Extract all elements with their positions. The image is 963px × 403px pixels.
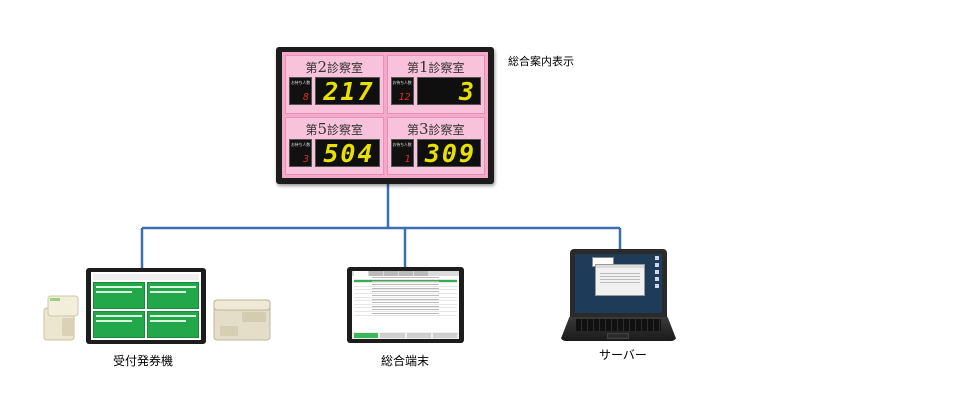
terminal-screen (352, 271, 459, 339)
terminal-footer-button (406, 333, 431, 338)
kiosk-room-button (93, 311, 145, 338)
terminal-label: 総合端末 (381, 354, 430, 368)
wait-label: お待ち人数 (392, 80, 412, 85)
terminal-row (354, 287, 457, 291)
room-panel: 第5診察室 お待ち人数 3 504 (285, 116, 384, 175)
room-panel: 第1診察室 お待ち人数 12 3 (386, 55, 485, 114)
room-suffix: 診察室 (327, 122, 364, 137)
terminal-tab (354, 271, 368, 276)
kiosk-room-button (147, 311, 199, 338)
wait-label: お待ち人数 (392, 141, 412, 147)
ticket-display: 309 (416, 138, 481, 168)
room-panel: 第3診察室 お待ち人数 1 309 (386, 116, 485, 175)
terminal-footer-button (354, 333, 379, 338)
ticket-display: 217 (315, 77, 380, 106)
terminal-footer-button (432, 333, 457, 338)
room-title: 第3診察室 (388, 120, 485, 138)
kiosk-room-button (147, 282, 199, 309)
wait-count-box: お待ち人数 8 (289, 77, 312, 105)
ticket-number: 3 (458, 77, 476, 106)
terminal-row (354, 308, 457, 312)
ticket-printer-icon (213, 299, 271, 341)
room-panel: 第2診察室 お待ち人数 8 217 (285, 55, 384, 114)
room-prefix: 第 (406, 61, 419, 75)
wait-label: お待ち人数 (291, 80, 310, 85)
wait-count-box: お待ち人数 12 (390, 77, 414, 105)
wait-label: お待ち人数 (291, 141, 310, 147)
wait-count: 8 (302, 92, 309, 103)
wait-count-box: お待ち人数 3 (289, 138, 312, 167)
display-board-title: 総合案内表示 (508, 55, 574, 68)
server-label: サーバー (599, 348, 647, 362)
kiosk-header (93, 274, 199, 280)
kiosk-label: 受付発券機 (113, 354, 174, 368)
room-title: 第1診察室 (388, 58, 485, 76)
terminal-row (354, 290, 457, 294)
terminal-row (354, 301, 457, 305)
terminal-row (354, 298, 457, 302)
ticket-number: 217 (323, 77, 375, 106)
laptop-screen (575, 254, 662, 313)
ticket-number: 504 (323, 138, 375, 168)
terminal-tabs (352, 271, 459, 276)
room-number: 2 (317, 58, 328, 76)
kiosk-button-grid (93, 282, 199, 338)
terminal-row (354, 283, 457, 287)
ticket-paper-icon (43, 295, 79, 341)
terminal-footer (352, 332, 459, 339)
room-suffix: 診察室 (428, 122, 465, 137)
laptop-touchpad (607, 333, 629, 339)
display-board-screen: 第2診察室 お待ち人数 8 217 第1診察室 お待ち人数 12 3 第5診察室… (282, 52, 488, 178)
ticket-display: 504 (315, 138, 380, 168)
terminal-row (354, 312, 457, 316)
laptop-window (595, 264, 645, 296)
terminal-row (354, 305, 457, 309)
kiosk-display (91, 272, 201, 340)
desktop-icons (655, 256, 660, 291)
terminal-tab (399, 271, 413, 276)
room-number: 1 (418, 58, 429, 76)
terminal-tab (414, 271, 428, 276)
room-prefix: 第 (406, 122, 419, 137)
server-laptop (570, 249, 667, 317)
wait-count-box: お待ち人数 1 (390, 138, 414, 167)
room-title: 第5診察室 (286, 120, 383, 138)
room-suffix: 診察室 (327, 61, 364, 75)
ticket-number: 309 (424, 138, 476, 168)
room-prefix: 第 (305, 122, 318, 137)
wait-count: 12 (398, 92, 411, 103)
general-terminal (347, 267, 464, 343)
room-title: 第2診察室 (286, 58, 383, 76)
room-prefix: 第 (305, 61, 318, 75)
room-suffix: 診察室 (428, 61, 465, 75)
terminal-row-selected (354, 279, 457, 284)
kiosk-screen (86, 268, 206, 344)
terminal-row (354, 294, 457, 298)
terminal-footer-button (380, 333, 405, 338)
terminal-tab (369, 271, 383, 276)
ticket-display: 3 (416, 77, 481, 106)
general-info-display: 第2診察室 お待ち人数 8 217 第1診察室 お待ち人数 12 3 第5診察室… (276, 47, 494, 184)
wait-count: 1 (404, 153, 411, 165)
kiosk-room-button (93, 282, 145, 309)
room-number: 5 (317, 119, 328, 138)
room-number: 3 (418, 119, 429, 138)
terminal-row (354, 276, 457, 280)
wait-count: 3 (302, 153, 309, 165)
laptop-keyboard (576, 319, 661, 331)
terminal-tab (384, 271, 398, 276)
